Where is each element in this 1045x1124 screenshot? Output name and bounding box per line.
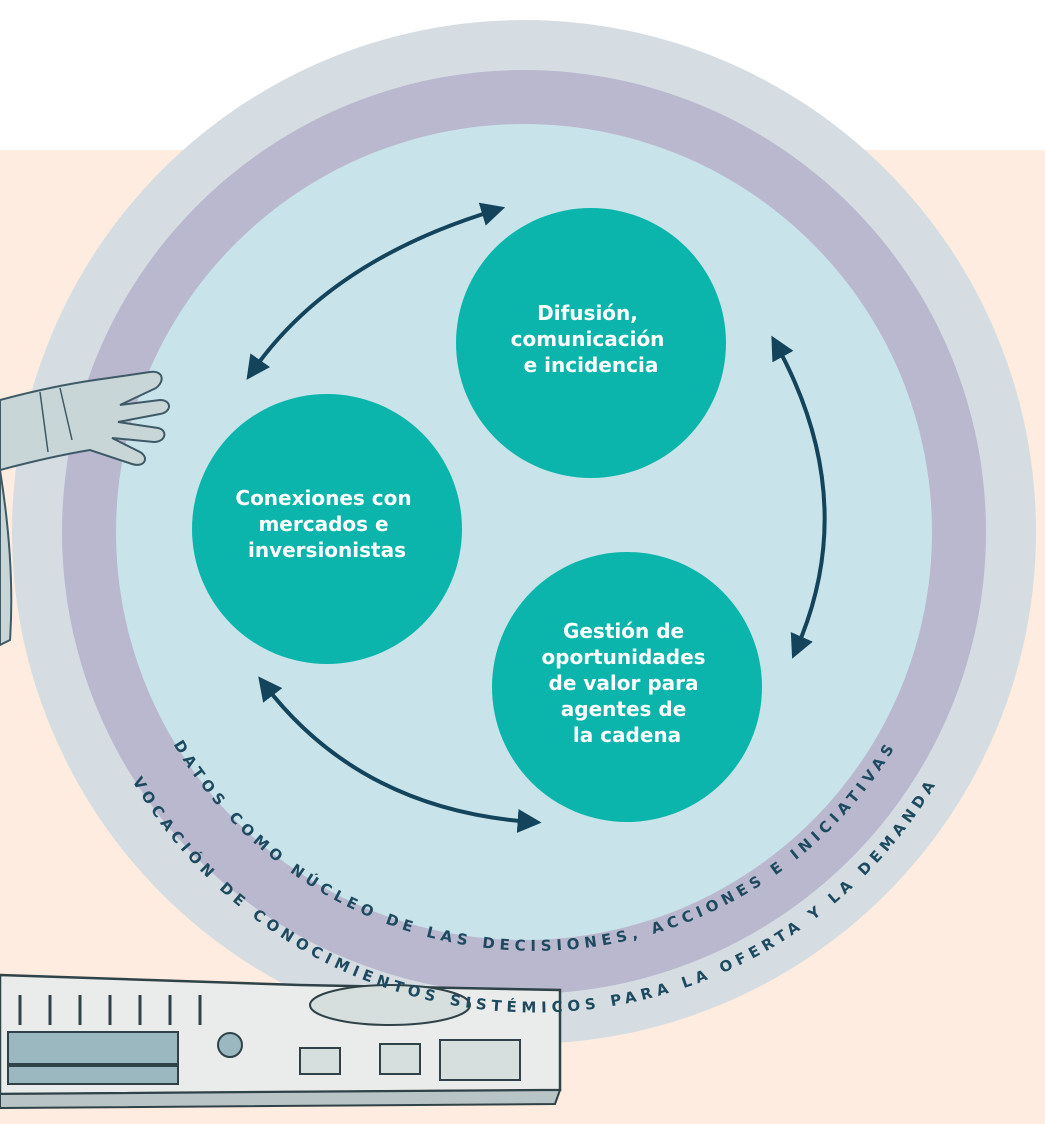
node-difusion-line-1: Difusión, xyxy=(537,301,638,325)
node-gestion-line-2: oportunidades xyxy=(541,645,705,669)
arrow-right xyxy=(771,335,827,659)
node-gestion-line-3: de valor para xyxy=(549,671,699,695)
arrow-bottom xyxy=(258,676,542,833)
node-gestion-line-5: la cadena xyxy=(573,723,681,747)
node-difusion-line-3: e incidencia xyxy=(524,353,659,377)
node-conexiones-line-1: Conexiones con xyxy=(235,486,411,510)
svg-text:Gestión de oportunidades: Gestión de oportunidades de valor para a… xyxy=(541,619,712,747)
arrow-top xyxy=(246,202,506,380)
node-gestion: Gestión de oportunidades de valor para a… xyxy=(492,552,762,822)
node-conexiones: Conexiones con mercados e inversionistas xyxy=(192,394,462,664)
node-difusion-line-2: comunicación xyxy=(511,327,665,351)
hand-illustration-icon xyxy=(0,370,170,647)
node-conexiones-line-3: inversionistas xyxy=(248,538,406,562)
node-gestion-line-1: Gestión de xyxy=(563,619,684,643)
mixing-console-illustration-icon xyxy=(0,973,562,1110)
svg-text:Difusión, comunicación: Difusión, comunicación e incidencia xyxy=(511,301,672,377)
node-difusion: Difusión, comunicación e incidencia xyxy=(456,208,726,478)
node-conexiones-line-2: mercados e xyxy=(258,512,388,536)
svg-text:Conexiones con mercados: Conexiones con mercados e inversionistas xyxy=(235,486,418,562)
node-gestion-line-4: agentes de xyxy=(561,697,687,721)
